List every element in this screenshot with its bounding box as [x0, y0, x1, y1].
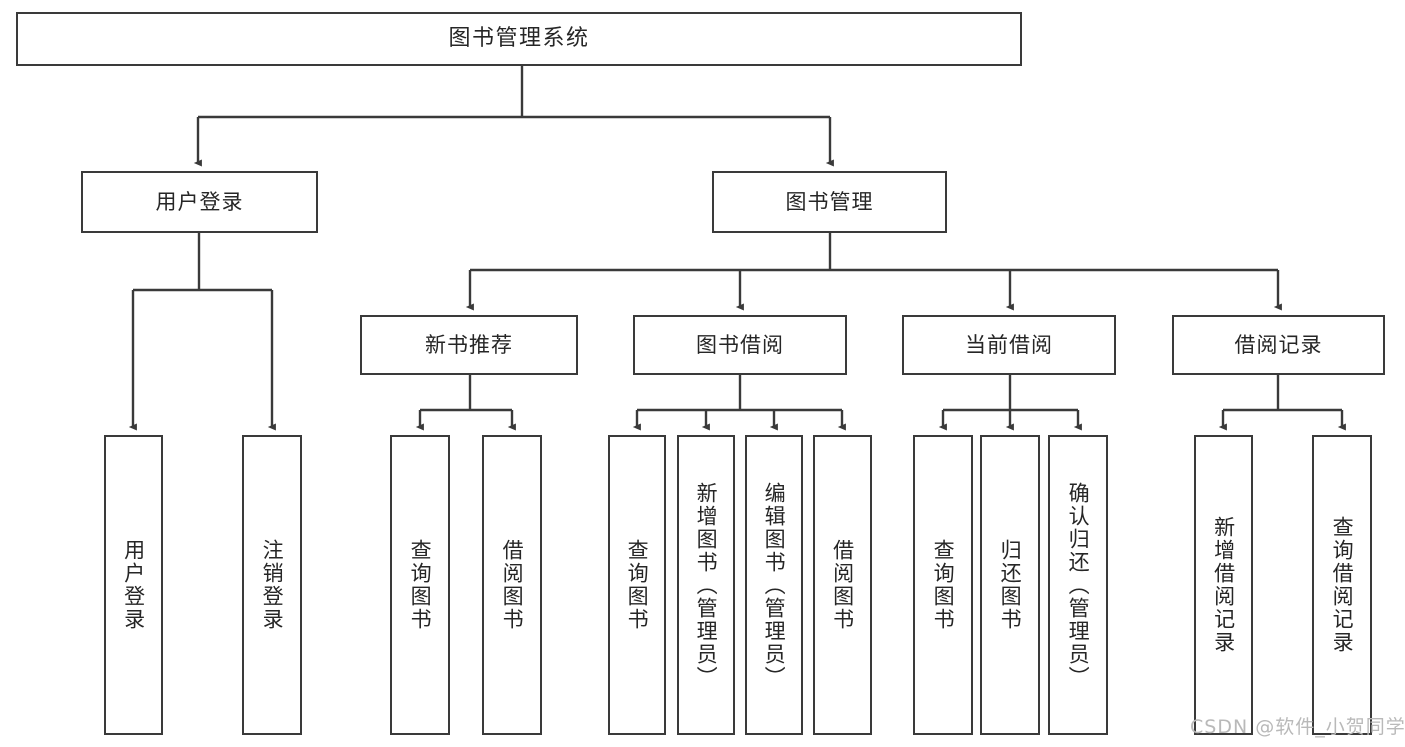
leaf-confirm-return-admin[interactable]: 确认归还（管理员） — [1048, 435, 1108, 735]
node-user-login[interactable]: 用户登录 — [81, 171, 318, 233]
node-current-borrow[interactable]: 当前借阅 — [902, 315, 1116, 375]
leaf-query-book-current[interactable]: 查询图书 — [913, 435, 973, 735]
node-book-manage[interactable]: 图书管理 — [712, 171, 947, 233]
leaf-return-book[interactable]: 归还图书 — [980, 435, 1040, 735]
node-new-book-recommend[interactable]: 新书推荐 — [360, 315, 578, 375]
leaf-query-book-borrow[interactable]: 查询图书 — [608, 435, 666, 735]
leaf-user-login[interactable]: 用户登录 — [104, 435, 163, 735]
leaf-add-book-admin[interactable]: 新增图书（管理员） — [677, 435, 735, 735]
watermark-credit: CSDN @软件_小贺同学 — [1190, 716, 1405, 738]
leaf-borrow-book-rec[interactable]: 借阅图书 — [482, 435, 542, 735]
leaf-edit-book-admin[interactable]: 编辑图书（管理员） — [745, 435, 803, 735]
leaf-query-book-rec[interactable]: 查询图书 — [390, 435, 450, 735]
leaf-logout-login[interactable]: 注销登录 — [242, 435, 302, 735]
leaf-borrow-book[interactable]: 借阅图书 — [813, 435, 872, 735]
leaf-add-borrow-record[interactable]: 新增借阅记录 — [1194, 435, 1253, 735]
node-root-system[interactable]: 图书管理系统 — [16, 12, 1022, 66]
node-borrow-record[interactable]: 借阅记录 — [1172, 315, 1385, 375]
node-book-borrow[interactable]: 图书借阅 — [633, 315, 847, 375]
leaf-query-borrow-record[interactable]: 查询借阅记录 — [1312, 435, 1372, 735]
